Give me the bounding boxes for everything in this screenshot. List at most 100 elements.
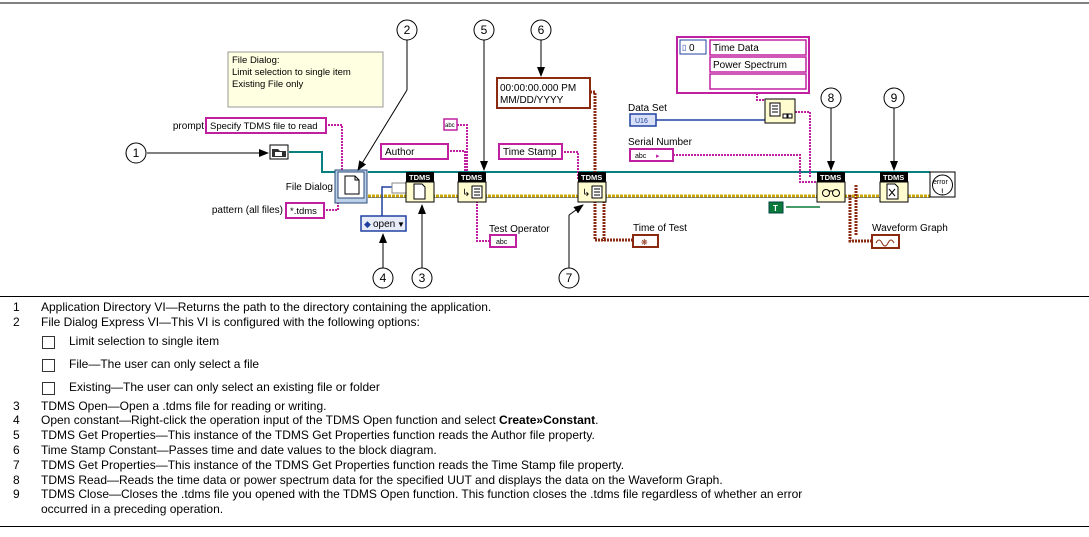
legend-item-1: 1 Application Directory VI—Returns the p… [0, 300, 1080, 315]
serial-number-terminal-text: abc [635, 153, 647, 160]
legend-item-5: 5 TDMS Get Properties—This instance of t… [0, 428, 1080, 443]
svg-text:▼: ▼ [397, 220, 405, 229]
bool-constant-text: T [773, 204, 778, 213]
legend-item-6: 6 Time Stamp Constant—Passes time and da… [0, 443, 1080, 458]
callout-7-label: 7 [566, 271, 573, 285]
prompt-constant[interactable] [205, 117, 327, 134]
test-operator-wire [476, 195, 490, 242]
open-enum-constant[interactable]: ◆ open ▼ [360, 215, 407, 232]
time-of-test-indicator [632, 234, 659, 248]
comment-line-3: Existing File only [232, 79, 304, 90]
array-element-2[interactable] [709, 56, 807, 73]
legend-item-9-cont: occurred in a preceding operation. [0, 502, 1080, 517]
legend-text-4a: Open constant—Right-click the operation … [41, 413, 500, 428]
array-element-1[interactable] [709, 39, 807, 56]
author-constant[interactable] [380, 143, 449, 160]
legend-text-5: TDMS Get Properties—This instance of the… [41, 428, 595, 443]
simple-error-handler[interactable]: error ! [929, 171, 956, 198]
author-wire [447, 150, 466, 180]
legend-text-7: TDMS Get Properties—This instance of the… [41, 457, 625, 472]
open-constant-label: open [373, 219, 395, 230]
serial-number-wire [673, 154, 817, 183]
option-checkbox-2 [42, 358, 55, 372]
block-diagram: File Dialog: Limit selection to single i… [0, 2, 1089, 289]
array-element-3[interactable] [709, 73, 807, 90]
callout-6 [530, 19, 552, 41]
waveform-graph-label: Waveform Graph [872, 223, 948, 234]
tdms-5-header: TDMS [461, 173, 482, 182]
small-terminal [391, 182, 407, 194]
prompt-label: prompt [173, 121, 204, 132]
tdms-close-node[interactable]: TDMS [879, 172, 909, 203]
small-string-text: abc [445, 123, 455, 129]
legend-text-9-cont: occurred in a preceding operation. [41, 502, 224, 517]
tdms-7-header: TDMS [581, 173, 602, 182]
timestamp-wire [561, 151, 579, 180]
array-index[interactable] [679, 39, 707, 55]
file-dialog-express-vi[interactable] [334, 169, 368, 204]
tdms-get-properties-timestamp-node[interactable]: TDMS ↳ [577, 172, 607, 203]
serial-number-terminal[interactable] [629, 148, 674, 162]
svg-text:↳: ↳ [582, 188, 590, 199]
test-operator-indicator [489, 234, 517, 248]
callouts: 1 2 3 4 5 6 7 8 9 [125, 19, 905, 289]
small-string-constant[interactable] [443, 118, 458, 131]
array-item-1: Time Data [713, 43, 759, 54]
tdms-get-properties-author-node[interactable]: TDMS ↳ [457, 172, 487, 203]
array-index-value: 0 [689, 43, 695, 54]
option-checkbox-1 [42, 335, 55, 349]
legend-num-2: 2 [13, 314, 20, 329]
legend-num-9: 9 [13, 487, 20, 502]
time-of-test-indicator-text: ❋ [641, 238, 648, 247]
legend-num-8: 8 [13, 472, 20, 487]
tdms-open-node[interactable]: TDMS [405, 172, 435, 203]
svg-text:!: ! [941, 187, 944, 197]
option-row-2: File—The user can only select a file [0, 353, 1080, 376]
callout-2 [396, 19, 418, 41]
legend-num-4: 4 [13, 413, 20, 428]
tdms-read-node[interactable]: TDMS [816, 172, 846, 203]
legend-item-2: 2 File Dialog Express VI—This VI is conf… [0, 315, 1080, 330]
legend-text-4b: . [595, 413, 599, 428]
callout-2-label: 2 [404, 23, 411, 37]
waveform-graph-terminal [871, 234, 900, 249]
callout-3-label: 3 [419, 271, 426, 285]
data-set-terminal-text: U16 [635, 118, 648, 125]
svg-text:▸: ▸ [656, 153, 660, 160]
legend-num-5: 5 [13, 428, 20, 443]
option-text-1: Limit selection to single item [69, 333, 220, 348]
time-constant-line-2: MM/DD/YYYY [500, 95, 564, 106]
option-text-3: Existing—The user can only select an exi… [69, 379, 380, 394]
time-stamp-string-constant[interactable] [498, 143, 563, 160]
callout-7 [558, 267, 580, 289]
pattern-constant[interactable] [285, 202, 325, 219]
legend-top-rule [0, 296, 1089, 297]
author-value: Author [385, 147, 415, 158]
time-wire [590, 90, 633, 242]
option-text-2: File—The user can only select a file [69, 356, 260, 371]
pattern-label: pattern (all files) [212, 205, 283, 216]
legend-text-4: Open constant—Right-click the operation … [41, 413, 1041, 428]
index-array-node[interactable] [764, 98, 796, 124]
callout-4-label: 4 [380, 271, 387, 285]
legend-text-2: File Dialog Express VI—This VI is config… [41, 314, 420, 329]
time-stamp-constant[interactable] [496, 77, 591, 109]
legend-item-7: 7 TDMS Get Properties—This instance of t… [0, 458, 1080, 473]
option-row-3: Existing—The user can only select an exi… [0, 376, 1080, 399]
prompt-wire [325, 124, 343, 177]
callout-8-label: 8 [828, 91, 835, 105]
callout-5 [473, 19, 495, 41]
legend-num-3: 3 [13, 398, 20, 413]
callout-5-label: 5 [481, 23, 488, 37]
legend-text-1: Application Directory VI—Returns the pat… [41, 300, 492, 314]
legend-item-8: 8 TDMS Read—Reads the time data or power… [0, 473, 1080, 488]
application-directory-icon[interactable] [269, 144, 289, 160]
comment-line-1: File Dialog: [232, 55, 280, 66]
callout-1-label: 1 [133, 146, 140, 160]
callout-1 [125, 142, 147, 164]
bool-constant[interactable] [768, 201, 784, 214]
comment-line-2: Limit selection to single item [232, 67, 351, 78]
callout-4 [372, 267, 394, 289]
option-checkbox-3 [42, 381, 55, 395]
data-set-terminal[interactable] [629, 113, 657, 127]
